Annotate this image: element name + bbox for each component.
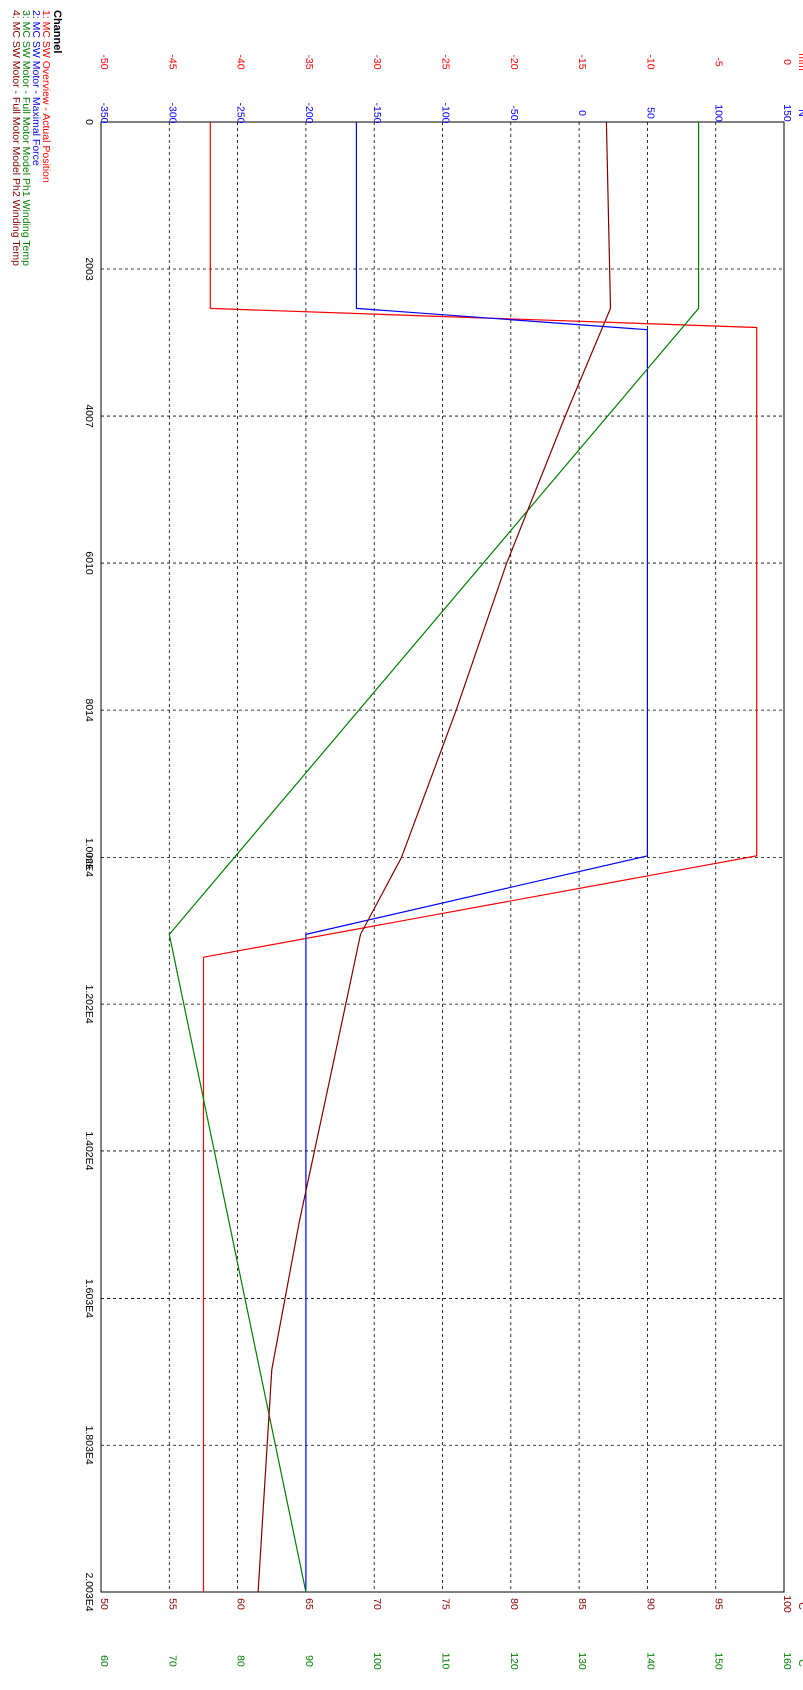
y-tick-label-mm: -40 bbox=[235, 54, 247, 69]
y-tick-label-degC2: 110 bbox=[440, 1653, 452, 1670]
x-tick-label: 6010 bbox=[83, 551, 95, 575]
y-tick-label-mm: -50 bbox=[98, 54, 110, 69]
y-tick-label-mm: -25 bbox=[440, 54, 452, 69]
y-tick-label-mm: -45 bbox=[166, 54, 178, 69]
y-tick-label-degC1: 50 bbox=[98, 1598, 110, 1610]
y-tick-label-degC1: 75 bbox=[440, 1598, 452, 1610]
x-tick-label: 8014 bbox=[83, 698, 95, 722]
y-axis-unit-mm: mm bbox=[796, 53, 803, 71]
y-tick-label-N: -50 bbox=[508, 105, 520, 120]
y-axis-unit-N: N bbox=[796, 109, 803, 117]
y-tick-label-N: -200 bbox=[303, 102, 315, 123]
y-tick-label-degC1: 65 bbox=[303, 1598, 315, 1610]
y-tick-label-N: -150 bbox=[371, 102, 383, 123]
y-tick-label-degC2: 120 bbox=[508, 1652, 520, 1670]
series-line-3 bbox=[168, 122, 700, 1593]
y-tick-label-N: 150 bbox=[781, 104, 793, 122]
plot-frame bbox=[100, 121, 785, 1593]
y-tick-label-degC1: 85 bbox=[576, 1598, 588, 1610]
y-tick-label-degC1: 95 bbox=[713, 1598, 725, 1610]
y-axis-unit-degC2: °C bbox=[796, 1655, 803, 1667]
y-tick-label-mm: -5 bbox=[713, 57, 725, 66]
y-tick-label-mm: -30 bbox=[371, 54, 383, 69]
x-tick-label: 1.603E4 bbox=[83, 1279, 95, 1318]
y-tick-label-N: -350 bbox=[98, 102, 110, 123]
y-tick-label-N: 50 bbox=[644, 107, 656, 119]
y-tick-label-degC2: 80 bbox=[235, 1655, 247, 1667]
y-tick-label-degC2: 140 bbox=[644, 1652, 656, 1670]
y-tick-label-N: 100 bbox=[713, 104, 725, 122]
y-tick-label-N: -300 bbox=[166, 102, 178, 123]
series-line-2 bbox=[305, 122, 649, 1592]
y-tick-label-mm: -15 bbox=[576, 54, 588, 69]
y-tick-label-degC1: 80 bbox=[508, 1598, 520, 1610]
x-tick-label: 2003 bbox=[83, 257, 95, 281]
y-tick-label-degC2: 100 bbox=[371, 1652, 383, 1670]
x-axis-label: ms bbox=[83, 855, 95, 869]
y-tick-label-degC1: 60 bbox=[235, 1598, 247, 1610]
y-tick-label-mm: -20 bbox=[508, 54, 520, 69]
series-line-4 bbox=[257, 121, 612, 1593]
y-tick-label-degC1: 55 bbox=[166, 1598, 178, 1610]
x-tick-label: 1.002E4 bbox=[83, 838, 95, 877]
y-tick-label-degC2: 60 bbox=[98, 1655, 110, 1667]
y-tick-label-degC1: 100 bbox=[781, 1595, 793, 1613]
y-tick-label-mm: -10 bbox=[644, 54, 656, 69]
y-tick-label-N: 0 bbox=[576, 110, 588, 116]
x-tick-label: 1.202E4 bbox=[83, 985, 95, 1024]
y-axis-unit-degC1: °C bbox=[796, 1598, 803, 1610]
x-tick-label: 0 bbox=[83, 119, 95, 125]
y-tick-label-degC2: 70 bbox=[166, 1655, 178, 1667]
series-line-1 bbox=[202, 122, 758, 1592]
y-tick-label-N: -250 bbox=[235, 102, 247, 123]
y-tick-label-degC2: 160 bbox=[781, 1652, 793, 1670]
x-tick-label: 2.003E4 bbox=[83, 1572, 95, 1611]
y-tick-label-N: -100 bbox=[440, 102, 452, 123]
x-tick-label: 1.803E4 bbox=[83, 1426, 95, 1465]
x-tick-label: 4007 bbox=[83, 404, 95, 428]
x-tick-label: 1.402E4 bbox=[83, 1131, 95, 1170]
y-tick-label-degC2: 90 bbox=[303, 1655, 315, 1667]
y-tick-label-degC1: 90 bbox=[644, 1598, 656, 1610]
y-tick-label-degC1: 70 bbox=[371, 1598, 383, 1610]
y-tick-label-degC2: 150 bbox=[713, 1652, 725, 1670]
y-tick-label-degC2: 130 bbox=[576, 1652, 588, 1670]
y-tick-label-mm: 0 bbox=[781, 59, 793, 65]
y-tick-label-mm: -35 bbox=[303, 54, 315, 69]
